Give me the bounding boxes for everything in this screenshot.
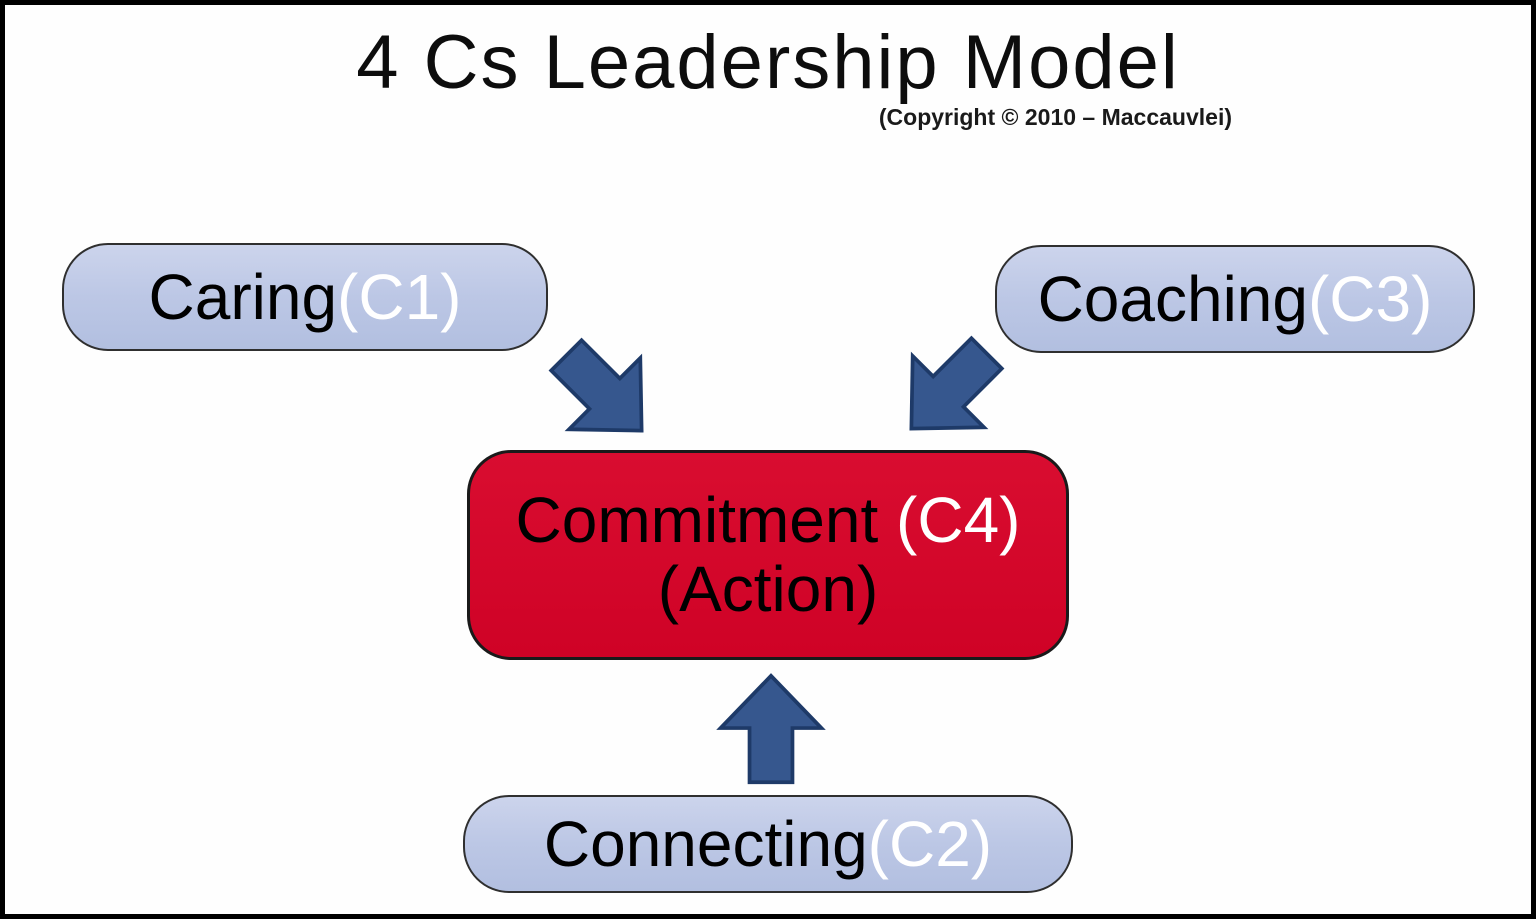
node-connecting-code: (C2) <box>867 808 993 880</box>
node-caring-label: Caring <box>148 261 338 333</box>
node-coaching: Coaching (C3) <box>995 245 1475 353</box>
arrow-coaching-to-commitment-icon <box>909 335 1005 431</box>
node-caring: Caring (C1) <box>62 243 548 351</box>
node-commitment-subtitle: (Action) <box>657 553 879 625</box>
node-coaching-label: Coaching <box>1037 263 1308 335</box>
node-connecting-label: Connecting <box>543 808 868 880</box>
arrow-caring-to-commitment-icon <box>548 337 644 433</box>
copyright-note: (Copyright © 2010 – Maccauvlei) <box>878 104 1232 130</box>
page-title: 4 Cs Leadership Model <box>356 20 1180 105</box>
node-caring-code: (C1) <box>337 261 462 333</box>
node-commitment-code: (C4) <box>896 483 1021 556</box>
node-commitment-label: Commitment <box>515 483 897 556</box>
node-commitment: Commitment (C4) (Action) <box>467 450 1069 660</box>
node-coaching-code: (C3) <box>1307 263 1433 335</box>
node-connecting: Connecting (C2) <box>463 795 1073 893</box>
arrow-connecting-to-commitment-icon <box>716 673 826 785</box>
